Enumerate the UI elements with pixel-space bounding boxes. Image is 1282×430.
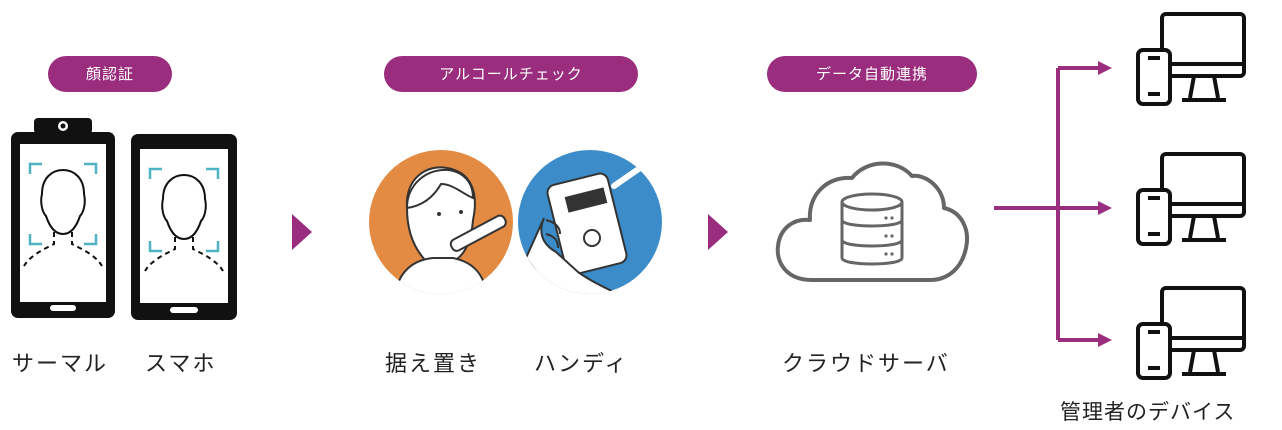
caption-admin-devices: 管理者のデバイス xyxy=(1060,400,1236,424)
devices-icon xyxy=(1136,286,1246,380)
caption-smartphone: スマホ xyxy=(145,352,217,377)
devices-icon xyxy=(1136,12,1246,106)
caption-handheld: ハンディ xyxy=(534,352,629,377)
cloud-database-icon xyxy=(772,154,972,288)
flow-arrow-icon xyxy=(706,212,730,252)
caption-thermal: サーマル xyxy=(12,352,109,377)
step-label-alcohol-check: アルコールチェック xyxy=(384,56,638,92)
devices-icon xyxy=(1136,152,1246,246)
stationary-checker-icon xyxy=(367,148,515,296)
thermal-tablet-icon xyxy=(8,116,118,322)
smartphone-icon xyxy=(128,131,240,323)
step-label-face-recognition: 顔認証 xyxy=(48,56,172,92)
caption-stationary: 据え置き xyxy=(385,352,482,377)
flow-arrow-icon xyxy=(290,212,314,252)
caption-cloud-server: クラウドサーバ xyxy=(782,352,950,377)
distribution-connector xyxy=(994,56,1114,352)
step-label-data-sync: データ自動連携 xyxy=(767,56,977,92)
handheld-checker-icon xyxy=(516,148,664,296)
